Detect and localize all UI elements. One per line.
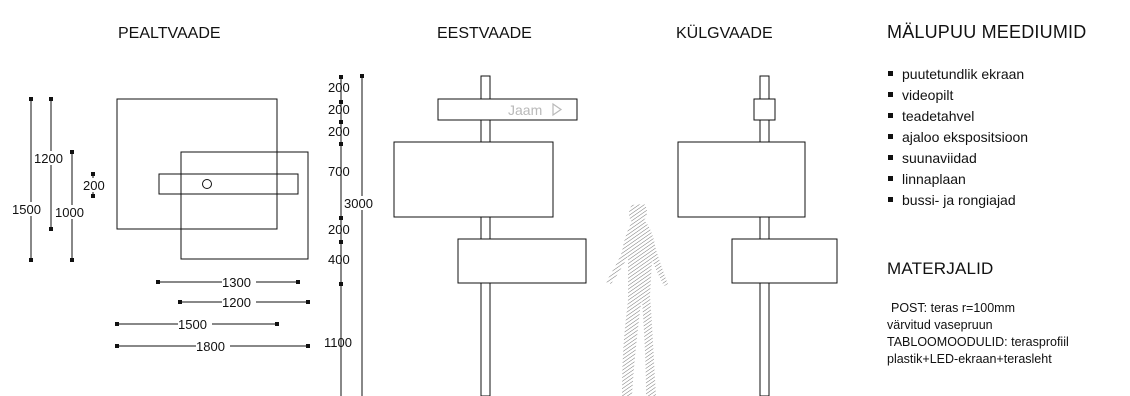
bullet-icon <box>888 196 893 202</box>
materials-title: MATERJALID <box>887 259 994 278</box>
plan-post-circle <box>202 179 212 189</box>
materials-line: värvitud vasepruun <box>887 318 993 332</box>
svg-text:1100: 1100 <box>324 335 352 350</box>
list-item: teadetahvel <box>888 106 1028 127</box>
svg-text:200: 200 <box>328 102 350 117</box>
top-view-plan <box>116 98 309 260</box>
plan-hdim-ticks <box>115 280 310 348</box>
bullet-icon <box>888 154 893 160</box>
elevation-dim-labels: 200 200 200 700 200 400 1100 <box>324 80 352 350</box>
front-view-title: EESTVAADE <box>437 25 532 42</box>
bullet-icon <box>888 133 893 139</box>
side-lower-tablet <box>731 238 838 284</box>
front-post <box>480 75 491 396</box>
svg-text:400: 400 <box>328 252 350 267</box>
list-item: bussi- ja rongiajad <box>888 190 1028 211</box>
bullet-icon <box>888 175 893 181</box>
plan-lower-panel <box>180 151 309 260</box>
materials-list: POST: teras r=100mm värvitud vasepruun T… <box>887 300 1069 368</box>
list-item: videopilt <box>888 85 1028 106</box>
bullet-icon <box>888 112 893 118</box>
media-title: MÄLUPUU MEEDIUMID <box>887 22 1087 42</box>
side-view <box>677 75 838 396</box>
list-item: puutetundlik ekraan <box>888 64 1028 85</box>
bullet-icon <box>888 91 893 97</box>
dim-1200: 1200 <box>222 295 251 310</box>
materials-line: POST: teras r=100mm <box>891 301 1015 315</box>
plan-horizontal-dims <box>117 281 308 347</box>
sign-label-jaam: Jaam <box>508 102 542 118</box>
front-view <box>393 75 587 396</box>
list-item: suunaviidad <box>888 148 1028 169</box>
side-view-title: KÜLGVAADE <box>676 24 773 42</box>
dim-1800: 1800 <box>196 339 225 354</box>
media-list: puutetundlik ekraan videopilt teadetahve… <box>888 64 1028 211</box>
svg-text:200: 200 <box>328 80 350 95</box>
dim-1500: 1500 <box>178 317 207 332</box>
sign-arrow-icon <box>552 102 563 117</box>
materials-line: plastik+LED-ekraan+terasleht <box>887 352 1052 366</box>
dim-1500-vertical: 1500 <box>12 202 41 217</box>
human-scale-figure-icon <box>606 204 668 396</box>
svg-text:700: 700 <box>328 164 350 179</box>
side-upper-tablet <box>677 141 806 218</box>
plan-sign-bar <box>158 173 299 195</box>
dim-1000-vertical: 1000 <box>55 205 84 220</box>
front-direction-sign <box>437 98 578 121</box>
elevation-dim-lines <box>340 76 363 396</box>
plan-dim-ticks <box>29 97 95 262</box>
dim-1200-vertical: 1200 <box>34 151 63 166</box>
list-item: ajaloo ekspositsioon <box>888 127 1028 148</box>
plan-outer-panel <box>116 98 278 230</box>
dim-200-vertical: 200 <box>83 178 105 193</box>
front-lower-tablet <box>457 238 587 284</box>
svg-text:200: 200 <box>328 124 350 139</box>
dim-total-height: 3000 <box>344 196 373 211</box>
front-upper-tablet <box>393 141 554 218</box>
side-post <box>759 75 770 396</box>
side-direction-sign <box>753 98 776 121</box>
bullet-icon <box>888 70 893 76</box>
list-item: linnaplaan <box>888 169 1028 190</box>
svg-text:200: 200 <box>328 222 350 237</box>
elevation-dim-ticks <box>339 74 364 286</box>
top-view-title: PEALTVAADE <box>118 25 221 42</box>
drawing-canvas: PEALTVAADE EESTVAADE KÜLGVAADE 1500 1200… <box>12 24 838 396</box>
dim-1300: 1300 <box>222 275 251 290</box>
materials-line: TABLOOMOODULID: terasprofiil <box>887 335 1069 349</box>
